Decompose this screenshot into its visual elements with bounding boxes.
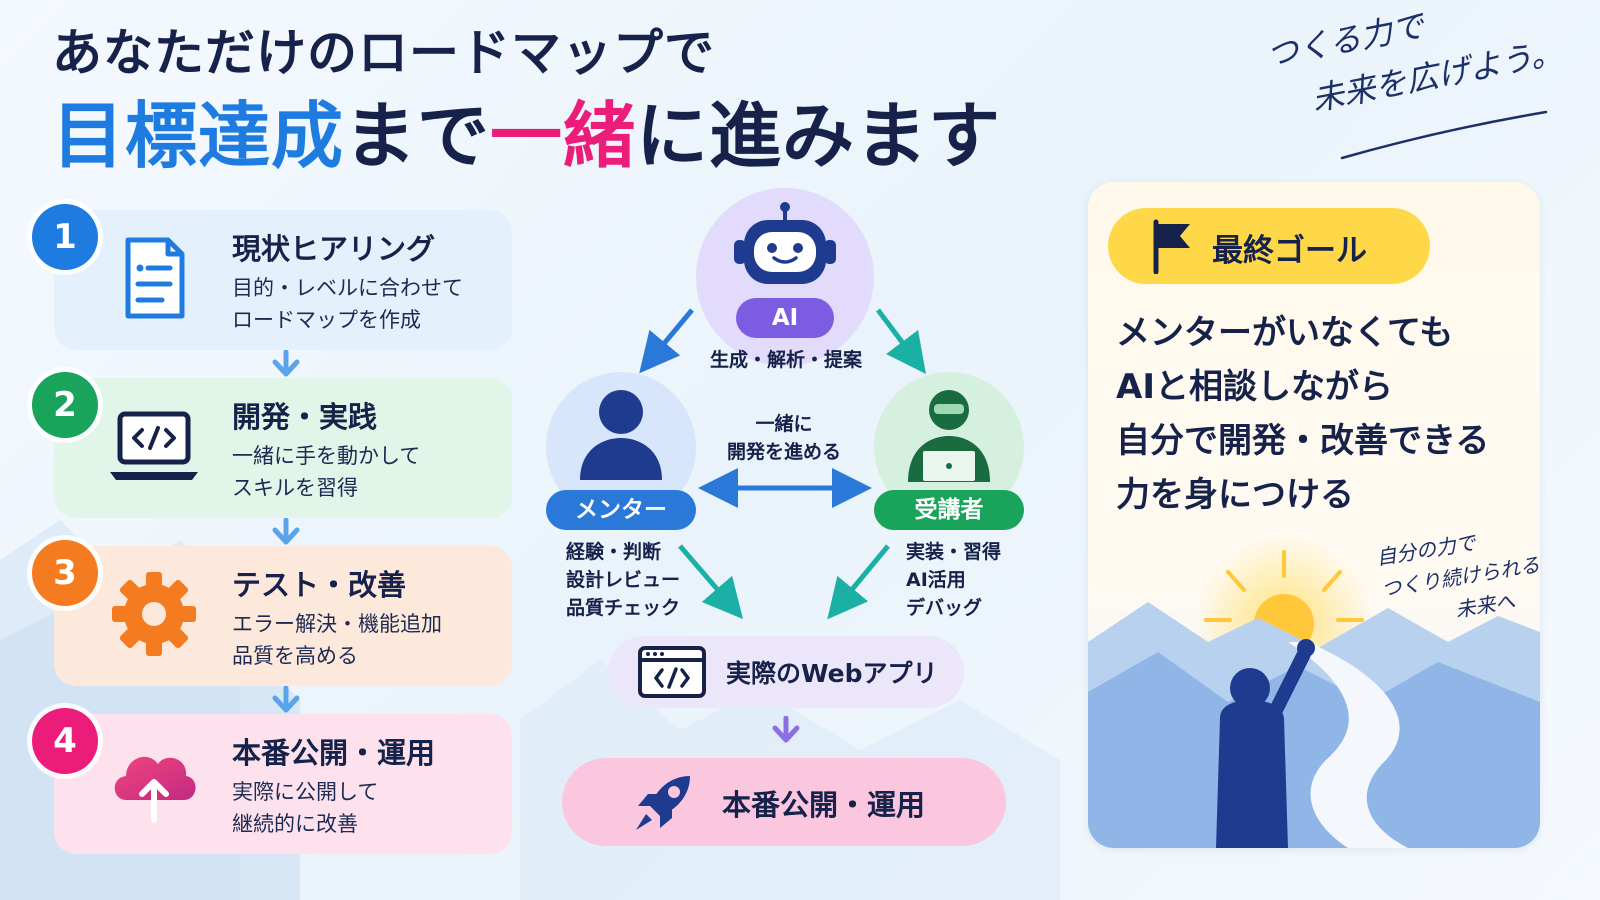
headline-highlight-goal: 目標達成 [52, 94, 345, 178]
student-label: 受講者 [874, 490, 1024, 530]
step-number-2: 2 [32, 372, 98, 438]
step-desc-1-line2: ロードマップを作成 [232, 308, 421, 332]
step-desc-3-line1: エラー解決・機能追加 [232, 612, 442, 636]
step-card-4: 4 本番公開・運用 実際に公開して 継続的に改善 [32, 708, 512, 854]
webapp-box: 実際のWebアプリ [608, 636, 964, 708]
step-title-4: 本番公開・運用 [232, 736, 436, 770]
gear-icon [112, 572, 196, 656]
final-goal-label: 最終ゴール [1212, 233, 1367, 269]
webapp-label: 実際のWebアプリ [726, 659, 938, 688]
step-desc-2: 一緒に手を動かして スキルを習得 [232, 440, 420, 504]
tagline-underline [1340, 110, 1548, 160]
student-desc-1: 実装・習得 [906, 541, 1002, 563]
arrow-down-icon [272, 518, 300, 545]
mentor-desc-3: 品質チェック [566, 597, 681, 619]
step-number-3: 3 [32, 540, 98, 606]
step-card-1: 1 現状ヒアリング 目的・レベルに合わせて ロードマップを作成 [32, 204, 512, 350]
deploy-box: 本番公開・運用 [562, 758, 1006, 846]
student-laptop-icon [908, 390, 990, 482]
collab-line1: 一緒に [755, 413, 813, 435]
arrow-down-icon [272, 350, 300, 377]
mentor-person-icon [580, 390, 662, 480]
ai-label: AI [736, 298, 834, 338]
step-card-3: 3 テスト・改善 エラー解決・機能追加 品質を高める [32, 540, 512, 686]
step-desc-2-line1: 一緒に手を動かして [232, 444, 421, 468]
arrow-down-icon [772, 716, 800, 743]
step-title-2: 開発・実践 [232, 400, 378, 434]
browser-code-icon [638, 646, 706, 698]
final-goal-panel: 最終ゴール メンターがいなくても AIと相談しながら 自分で開発・改善できる 力… [1088, 182, 1540, 848]
final-goal-text: メンターがいなくても AIと相談しながら 自分で開発・改善できる 力を身につける [1116, 306, 1489, 522]
step-title-1: 現状ヒアリング [232, 232, 436, 266]
mentor-desc: 経験・判断 設計レビュー 品質チェック [566, 538, 680, 622]
arrow-down-icon [272, 686, 300, 713]
flag-icon [1153, 219, 1190, 274]
student-desc-2: AI活用 [906, 569, 966, 591]
step-number-1: 1 [32, 204, 98, 270]
mentor-desc-2: 設計レビュー [566, 569, 681, 591]
sunrise-scene-illustration [1088, 534, 1540, 848]
ai-desc: 生成・解析・提案 [710, 349, 863, 371]
step-desc-2-line2: スキルを習得 [232, 476, 358, 500]
headline-made: まで [344, 94, 491, 178]
step-number-4: 4 [32, 708, 98, 774]
step-desc-3: エラー解決・機能追加 品質を高める [232, 608, 442, 672]
step-card-2: 2 開発・実践 一緒に手を動かして スキルを習得 [32, 372, 512, 518]
step-desc-4: 実際に公開して 継続的に改善 [232, 776, 378, 840]
center-flow-arrows [639, 308, 926, 620]
headline-line2: 目標達成まで一緒に進みます [52, 88, 1001, 184]
headline-end: に進みます [636, 94, 1002, 178]
step-desc-4-line2: 継続的に改善 [232, 812, 358, 836]
step-desc-1: 目的・レベルに合わせて ロードマップを作成 [232, 272, 463, 336]
deploy-label: 本番公開・運用 [722, 788, 926, 822]
step-desc-1-line1: 目的・レベルに合わせて [232, 276, 463, 300]
final-goal-badge: 最終ゴール [1108, 208, 1430, 284]
laptop-code-icon [110, 411, 198, 480]
cloud-upload-icon [114, 756, 196, 823]
rocket-icon [636, 776, 690, 830]
goal-line-1: メンターがいなくても [1116, 313, 1454, 353]
student-desc: 実装・習得 AI活用 デバッグ [906, 538, 1001, 622]
step-desc-3-line2: 品質を高める [232, 644, 358, 668]
headline: あなただけのロードマップで 目標達成まで一緒に進みます [52, 18, 1001, 184]
mentor-label: メンター [546, 490, 696, 530]
collab-text: 一緒に 開発を進める [722, 410, 846, 466]
step-desc-4-line1: 実際に公開して [232, 780, 379, 804]
collab-line2: 開発を進める [726, 441, 841, 463]
mentor-desc-1: 経験・判断 [566, 541, 662, 563]
goal-line-3: 自分で開発・改善できる [1116, 421, 1490, 461]
goal-line-4: 力を身につける [1116, 475, 1354, 515]
headline-highlight-together: 一緒 [490, 94, 637, 178]
headline-line1: あなただけのロードマップで [52, 24, 715, 82]
step-title-3: テスト・改善 [232, 568, 407, 602]
document-icon [125, 237, 185, 319]
goal-line-2: AIと相談しながら [1116, 367, 1393, 407]
student-desc-3: デバッグ [906, 597, 983, 619]
robot-icon [734, 202, 836, 284]
